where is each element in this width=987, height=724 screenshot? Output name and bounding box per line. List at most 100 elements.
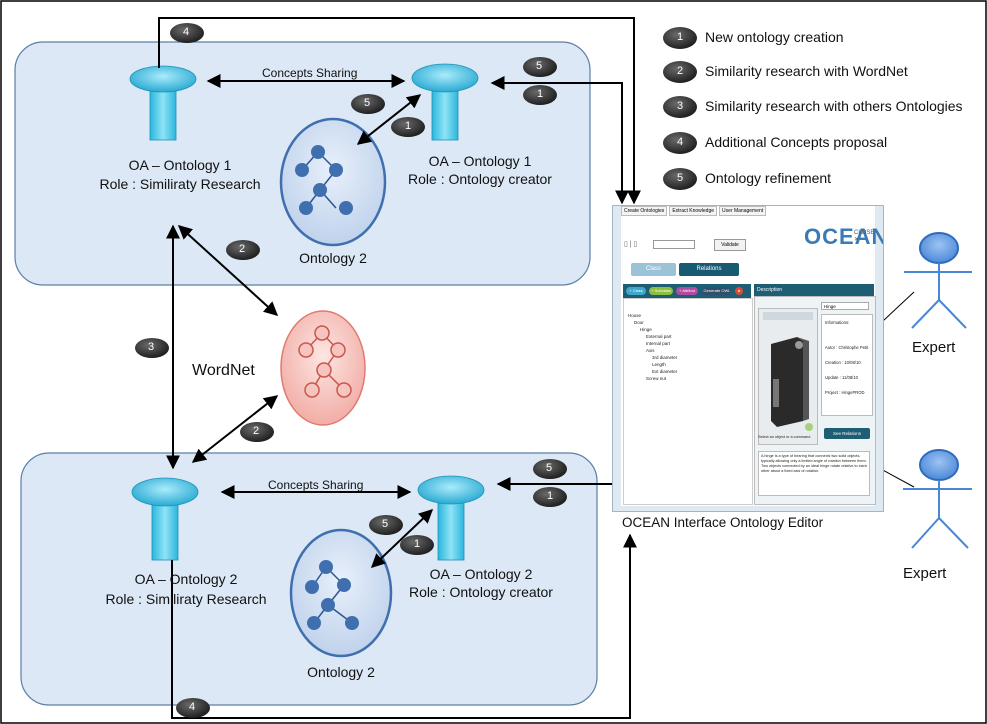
badge-top-4-label: 4: [183, 26, 190, 38]
badge-bot-1b: [400, 535, 434, 555]
ocean-caption: OCEAN Interface Ontology Editor: [622, 515, 824, 530]
ocean-info-panel: Informations: Autor : Christophe Petit C…: [821, 314, 873, 416]
ocean-window: Create Ontologies Extract Knowledge User…: [621, 206, 883, 506]
bottom-left-agent-title: OA – Ontology 2: [134, 571, 238, 587]
top-left-agent-role: Role : Similiraty Research: [99, 176, 261, 192]
badge-bot-5a: [533, 459, 567, 479]
ocean-toolbar: + Class + Subclass + Attribut Generate O…: [623, 284, 751, 298]
arrow-wordnet-bottom: [191, 395, 279, 463]
badge-bot-5a-label: 5: [546, 462, 553, 474]
legend-badge-3: [663, 96, 697, 118]
badge-top-1a: [523, 85, 557, 105]
arrow-4-top: [158, 17, 641, 205]
badge-two-b-label: 2: [253, 425, 260, 437]
arrow-ocean-top: [490, 76, 629, 205]
badge-three: [135, 338, 169, 358]
legend-num-1: 1: [677, 31, 684, 43]
agent-bottom-right: [417, 475, 485, 561]
ocean-add-class-button[interactable]: + Class: [626, 287, 646, 295]
ocean-search-input[interactable]: [653, 240, 695, 249]
ocean-class-tree: House Door Hinge External part Internal …: [623, 298, 753, 505]
badge-top-5b: [351, 94, 385, 114]
tree-item[interactable]: 3rd diameter: [652, 355, 678, 360]
badge-top-5a: [523, 57, 557, 77]
badge-bot-4: [176, 698, 210, 718]
info-title: Informations:: [825, 320, 850, 325]
agent-top-right: [411, 63, 479, 141]
legend-num-5: 5: [677, 172, 684, 184]
badge-top-5b-label: 5: [364, 97, 371, 109]
ocean-select-hint: Select an object or a command: [758, 435, 811, 439]
ocean-validate-button[interactable]: Validate: [714, 239, 746, 251]
legend-num-3: 3: [677, 100, 684, 112]
badge-two-a: [226, 240, 260, 260]
expert-figure-bottom: [903, 449, 972, 549]
badge-bot-1a-label: 1: [547, 490, 554, 502]
bottom-right-agent-title: OA – Ontology 2: [429, 566, 533, 582]
badge-two-a-label: 2: [239, 243, 246, 255]
tree-item[interactable]: House: [628, 313, 642, 318]
bottom-ontology-label: Ontology 2: [307, 664, 375, 680]
ocean-close-button[interactable]: CLOSE ✕: [854, 230, 875, 243]
legend-badge-4: [663, 132, 697, 154]
top-left-agent-title: OA – Ontology 1: [128, 157, 232, 173]
tree-item[interactable]: Internal part: [646, 341, 671, 346]
ocean-add-attribut-button[interactable]: + Attribut: [676, 287, 698, 295]
ocean-see-relations-button[interactable]: See Relations: [824, 428, 870, 439]
ocean-tabs: Create Ontologies Extract Knowledge User…: [621, 206, 767, 216]
badge-top-1b-label: 1: [405, 120, 412, 132]
legend-text-2: Similarity research with WordNet: [705, 63, 908, 79]
ocean-delete-icon[interactable]: ●: [735, 287, 743, 295]
info-update: Update : 11/08/10: [825, 375, 858, 380]
ocean-name-field[interactable]: Hinge: [821, 302, 869, 310]
bottom-left-agent-role: Role : Similiraty Research: [105, 591, 267, 607]
tree-item[interactable]: Length: [652, 362, 666, 367]
ocean-hinge-image: [758, 308, 818, 445]
ontology-tree-top: [279, 117, 387, 247]
expert-figure-top: [904, 232, 972, 329]
ocean-logo: OCEAN: [804, 224, 884, 249]
tab-create-ontologies[interactable]: Create Ontologies: [621, 206, 668, 216]
tab-extract-knowledge[interactable]: Extract Knowledge: [669, 206, 718, 216]
badge-top-1a-label: 1: [537, 88, 544, 100]
badge-bot-1b-label: 1: [414, 538, 421, 550]
badge-top-4: [170, 23, 204, 43]
badge-bot-4-label: 4: [189, 701, 196, 713]
tree-item[interactable]: Axis: [646, 348, 655, 353]
ontology-tree-bottom: [289, 528, 393, 658]
legend-text-3: Similarity research with others Ontologi…: [705, 98, 963, 114]
arrow-ontology-creator-top: [356, 94, 422, 145]
tree-item[interactable]: Door: [634, 320, 644, 325]
ocean-relations-button[interactable]: Relations: [679, 263, 739, 276]
top-right-agent-role: Role : Ontology creator: [408, 171, 552, 187]
legend-badge-5: [663, 168, 697, 190]
legend-badge-1: [663, 27, 697, 49]
tree-item[interactable]: External part: [646, 334, 672, 339]
badge-three-label: 3: [148, 341, 155, 353]
badge-top-5a-label: 5: [536, 60, 543, 72]
top-right-agent-title: OA – Ontology 1: [428, 153, 532, 169]
concepts-sharing-top-label: Concepts Sharing: [262, 66, 358, 80]
ocean-description-header: Description: [754, 284, 874, 296]
tree-item[interactable]: Hinge: [640, 327, 652, 332]
ocean-generate-owl-button[interactable]: Generate OWL: [703, 287, 731, 295]
legend-text-5: Ontology refinement: [705, 170, 832, 186]
ocean-add-subclass-button[interactable]: + Subclass: [649, 287, 673, 295]
badge-top-1b: [391, 117, 425, 137]
badge-bot-5b-label: 5: [382, 518, 389, 530]
legend-badge-2: [663, 61, 697, 83]
wordnet-tree: [280, 310, 366, 426]
arrow-wordnet-top: [177, 225, 279, 316]
ocean-class-button[interactable]: Class: [631, 263, 676, 276]
badge-bot-1a: [533, 487, 567, 507]
tree-item[interactable]: Screw nut: [646, 376, 667, 381]
legend-num-4: 4: [677, 136, 684, 148]
bottom-right-agent-role: Role : Ontology creator: [409, 584, 553, 600]
expert-label-bottom: Expert: [903, 565, 947, 582]
arrow-ontology-creator-bottom: [370, 509, 434, 568]
ocean-file-icons[interactable]: ▯ | ▯: [624, 241, 638, 248]
tab-user-management[interactable]: User Management: [719, 206, 767, 216]
tree-item[interactable]: Ext diameter: [652, 369, 678, 374]
wordnet-label: WordNet: [192, 362, 255, 379]
